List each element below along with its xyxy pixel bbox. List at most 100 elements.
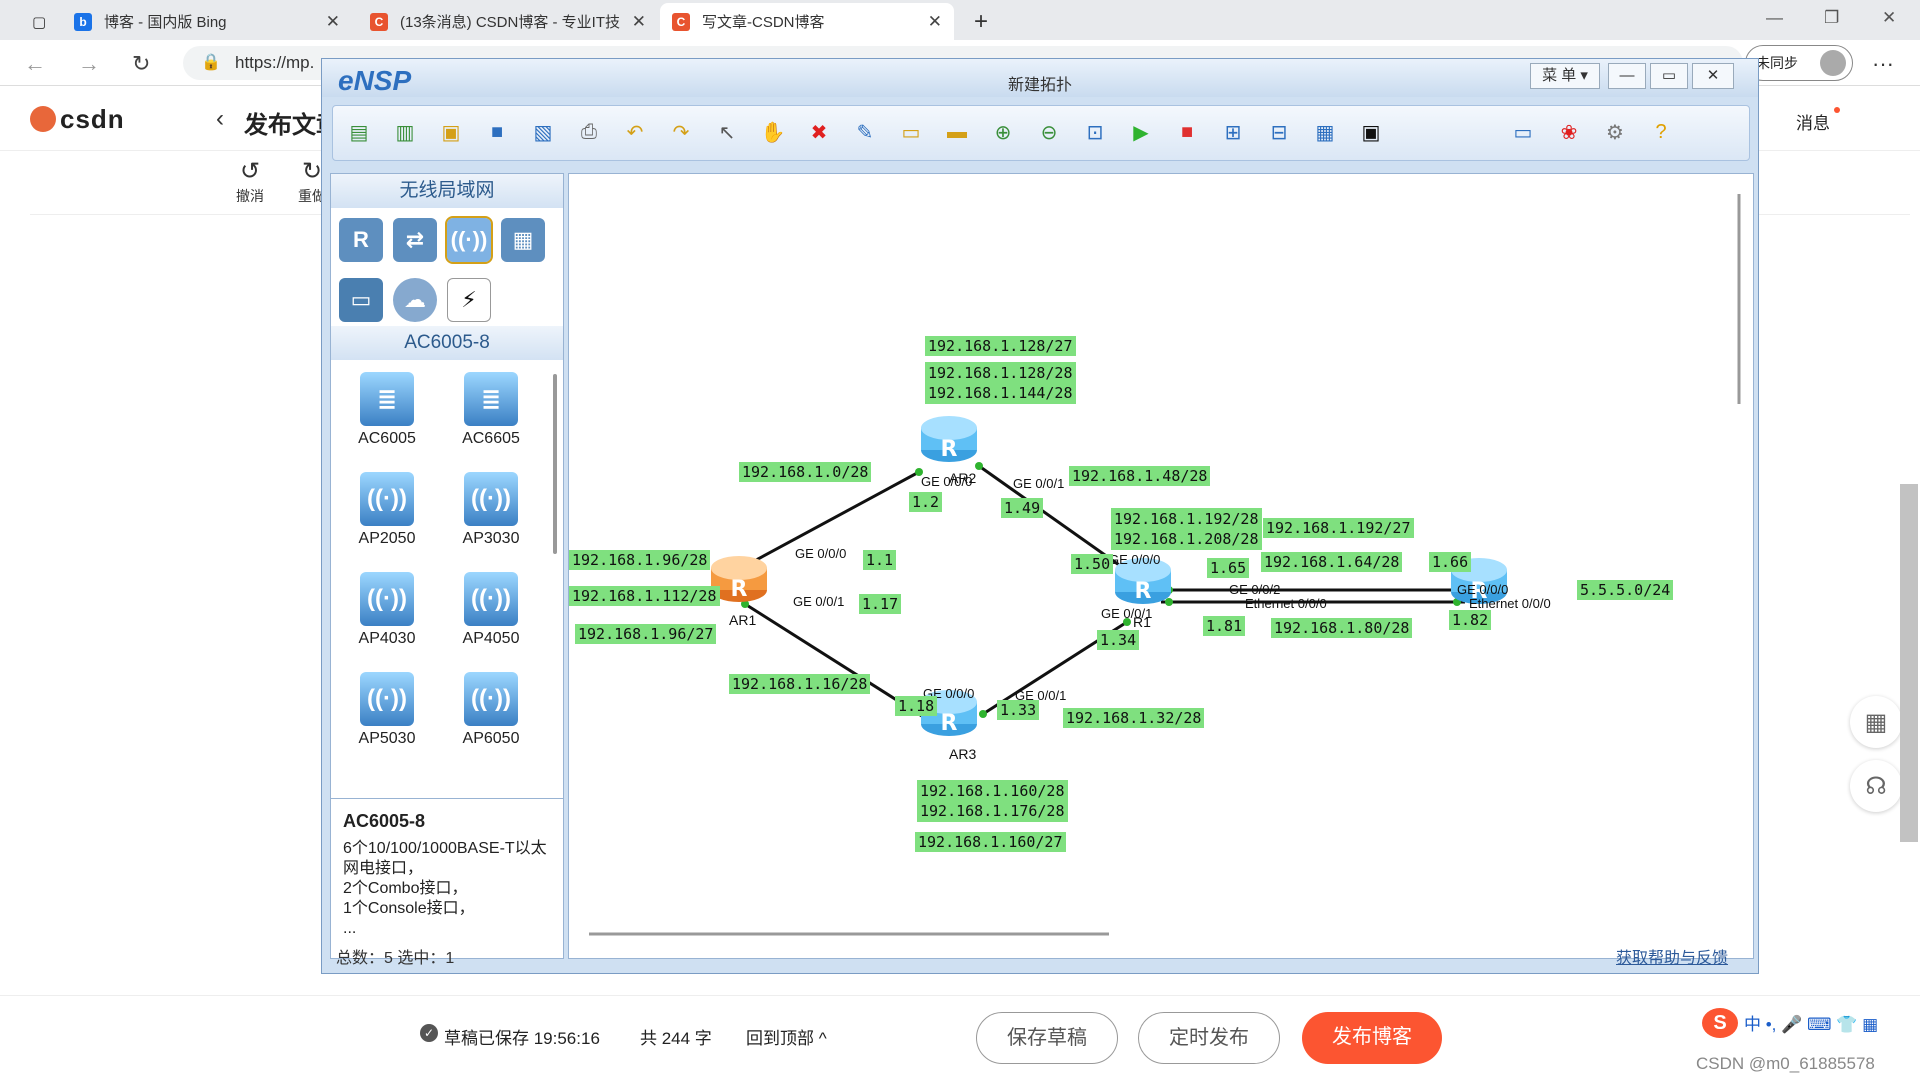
network-label[interactable]: 192.168.1.96/28 [569, 550, 711, 570]
ip-label[interactable]: 1.33 [997, 700, 1040, 720]
network-label[interactable]: 192.168.1.64/28 [1261, 552, 1403, 572]
settings-gear-icon[interactable]: ⚙ [1606, 121, 1624, 144]
delete-link-icon[interactable]: ✎ [856, 121, 874, 144]
help-feedback-link[interactable]: 获取帮助与反馈 [1616, 950, 1729, 967]
tab-bing[interactable]: b 博客 - 国内版 Bing ✕ [62, 3, 352, 40]
device-ap2050[interactable]: ((·))AP2050 [337, 472, 437, 548]
minimize-icon[interactable]: — [1608, 63, 1646, 89]
qr-code-icon[interactable]: ▦ [1850, 696, 1902, 748]
ip-label[interactable]: 1.81 [1203, 616, 1246, 636]
network-label[interactable]: 192.168.1.48/28 [1069, 466, 1211, 486]
device-ap6050[interactable]: ((·))AP6050 [441, 672, 541, 748]
tab-write-article[interactable]: C 写文章-CSDN博客 ✕ [660, 3, 954, 40]
page-scrollbar[interactable] [1900, 484, 1918, 842]
device-ap4030[interactable]: ((·))AP4030 [337, 572, 437, 648]
device-ap4050[interactable]: ((·))AP4050 [441, 572, 541, 648]
open-icon[interactable]: ▣ [441, 121, 461, 144]
messages-link[interactable]: 消息 [1796, 114, 1830, 133]
device-ac6005[interactable]: ≣AC6005 [337, 372, 437, 448]
ip-label[interactable]: 1.17 [859, 594, 902, 614]
minimize-icon[interactable]: — [1766, 8, 1783, 27]
redo-icon[interactable]: ↷ [672, 121, 690, 144]
close-icon[interactable]: ✕ [631, 11, 646, 31]
refresh-icon[interactable]: ↻ [132, 51, 151, 76]
switch-category-icon[interactable]: ⇄ [393, 218, 437, 262]
restore-icon[interactable]: ❐ [1824, 8, 1840, 27]
csdn-logo[interactable]: csdn [30, 104, 125, 135]
device-ap3030[interactable]: ((·))AP3030 [441, 472, 541, 548]
grid-icon[interactable]: ▦ [1315, 121, 1335, 144]
panel-scrollbar[interactable] [553, 374, 557, 554]
sync-button[interactable]: 未同步 [1745, 45, 1853, 81]
zoom-in-icon[interactable]: ⊕ [994, 121, 1012, 144]
wireless-category-icon[interactable]: ((·)) [445, 216, 493, 264]
close-window-icon[interactable]: ✕ [1882, 8, 1897, 27]
publish-blog-button[interactable]: 发布博客 [1302, 1012, 1442, 1064]
new-tab-button[interactable]: + [974, 7, 989, 35]
start-device-icon[interactable]: ▶ [1133, 121, 1149, 144]
maximize-icon[interactable]: ▭ [1650, 63, 1688, 89]
network-label[interactable]: 192.168.1.16/28 [729, 674, 871, 694]
chevron-left-icon[interactable]: ‹ [216, 105, 224, 132]
link-ar1-ar2[interactable] [744, 470, 920, 568]
fit-view-icon[interactable]: ⊡ [1086, 121, 1104, 144]
redo-button[interactable]: ↻重做 [292, 158, 332, 206]
select-pointer-icon[interactable]: ↖ [718, 121, 736, 144]
chat-icon[interactable]: ▭ [1513, 121, 1533, 144]
close-icon[interactable]: ✕ [325, 11, 340, 31]
network-label[interactable]: 192.168.1.128/27 [925, 336, 1076, 356]
close-icon[interactable]: ✕ [927, 11, 942, 31]
network-label[interactable]: 192.168.1.96/27 [575, 624, 717, 644]
ip-label[interactable]: 1.50 [1071, 554, 1114, 574]
cloud-category-icon[interactable]: ☁ [393, 278, 437, 322]
pc-category-icon[interactable]: ▭ [339, 278, 383, 322]
delete-icon[interactable]: ✖ [810, 121, 828, 144]
tab-csdn-blog[interactable]: C (13条消息) CSDN博客 - 专业IT技 ✕ [358, 3, 658, 40]
router-category-icon[interactable]: R [339, 218, 383, 262]
pan-hand-icon[interactable]: ✋ [760, 121, 786, 144]
network-label[interactable]: 5.5.5.0/24 [1577, 580, 1674, 600]
headset-icon[interactable]: ☊ [1850, 760, 1902, 812]
console-icon[interactable]: ▣ [1361, 121, 1381, 144]
save-draft-button[interactable]: 保存草稿 [976, 1012, 1118, 1064]
stop-device-icon[interactable]: ■ [1180, 120, 1194, 143]
network-label[interactable]: 192.168.1.192/27 [1263, 518, 1414, 538]
palette-icon[interactable]: ▬ [947, 120, 967, 143]
save-as-icon[interactable]: ▧ [533, 121, 553, 144]
forward-icon[interactable]: → [78, 51, 100, 76]
ip-label[interactable]: 1.49 [1001, 498, 1044, 518]
new-topology-icon[interactable]: ▤ [349, 121, 369, 144]
save-icon[interactable]: ■ [490, 120, 504, 143]
new-from-template-icon[interactable]: ▥ [395, 121, 415, 144]
ip-label[interactable]: 1.65 [1207, 558, 1250, 578]
topology-canvas[interactable]: R AR2 R AR1 R AR3 R R1 R R3 GE 0/0/0 GE … [568, 173, 1754, 959]
huawei-icon[interactable]: ❀ [1560, 121, 1578, 144]
undo-icon[interactable]: ↶ [626, 121, 644, 144]
back-icon[interactable]: ← [24, 51, 46, 76]
router-r1-icon[interactable]: R [1113, 556, 1173, 606]
ip-label[interactable]: 1.1 [863, 550, 897, 570]
close-icon[interactable]: ✕ [1692, 63, 1734, 89]
more-icon[interactable]: ··· [1872, 51, 1894, 76]
router-r3-icon[interactable]: R [1449, 556, 1509, 606]
network-label[interactable]: 192.168.1.160/27 [915, 832, 1066, 852]
network-label[interactable]: 192.168.1.0/28 [739, 462, 872, 482]
ip-label[interactable]: 1.18 [895, 696, 938, 716]
ip-label[interactable]: 1.2 [909, 492, 943, 512]
undo-button[interactable]: ↺撤消 [230, 158, 270, 206]
firewall-category-icon[interactable]: ▦ [501, 218, 545, 262]
router-ar2-icon[interactable]: R [919, 414, 979, 464]
device-ac6605[interactable]: ≣AC6605 [441, 372, 541, 448]
router-ar1-icon[interactable]: R [709, 554, 769, 604]
network-label[interactable]: 192.168.1.112/28 [569, 586, 720, 606]
capture-icon[interactable]: ⊞ [1224, 121, 1242, 144]
zoom-out-icon[interactable]: ⊖ [1040, 121, 1058, 144]
ip-label[interactable]: 1.82 [1449, 610, 1492, 630]
ip-label[interactable]: 1.66 [1429, 552, 1472, 572]
ime-toolbar-icons[interactable]: 中 •, 🎤 ⌨ 👕 ▦ [1744, 1015, 1879, 1034]
network-label[interactable]: 192.168.1.32/28 [1063, 708, 1205, 728]
cable-category-icon[interactable]: ⚡ [447, 278, 491, 322]
